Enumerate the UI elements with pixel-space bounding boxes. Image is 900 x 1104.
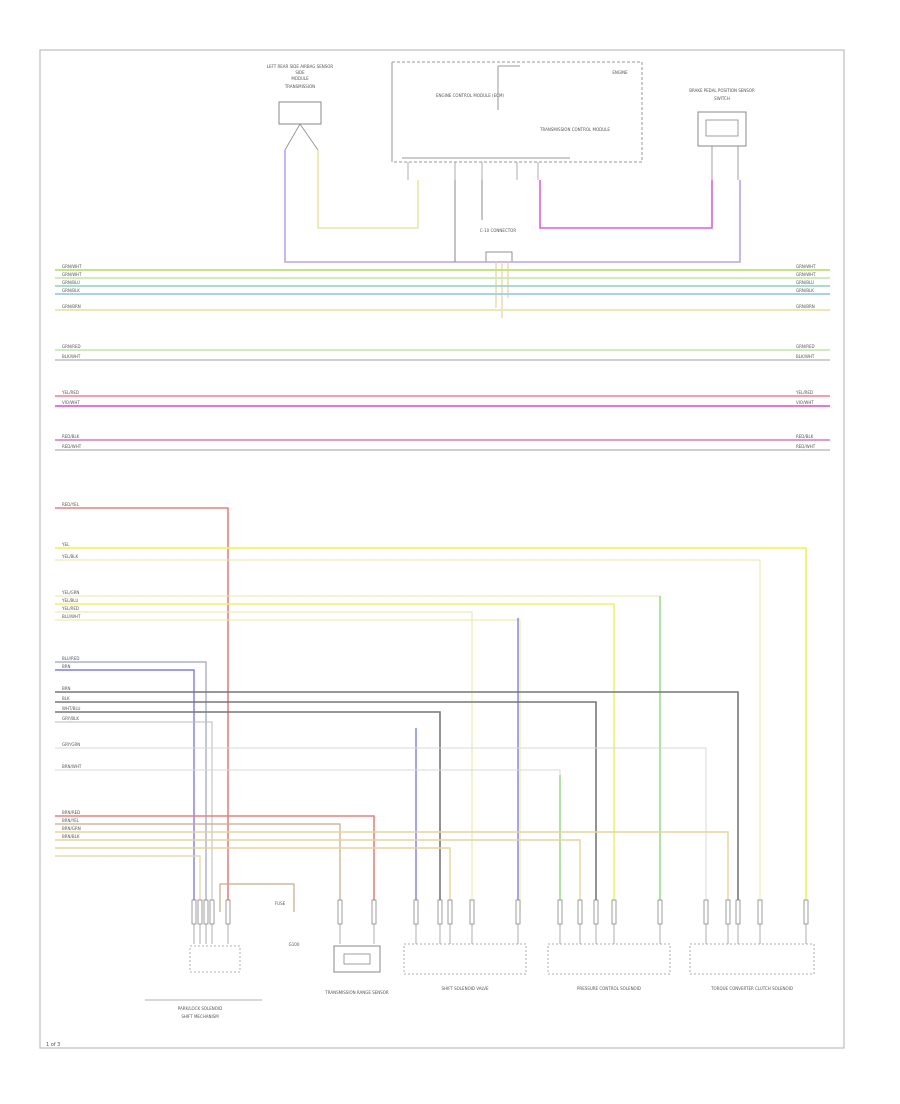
lower-wire-label: YEL: [61, 542, 70, 547]
lower-wires: RED/YEL YEL YEL/BLK YEL/GRN YEL/BLU YEL/RED BL…: [55, 502, 807, 912]
bus-wire-label-left: GRN/BLU: [62, 280, 80, 285]
lower-wire-label: YEL/BLU: [61, 598, 78, 603]
connector-pin: [577, 899, 583, 925]
lower-wire-label: RED/YEL: [62, 502, 80, 507]
lower-wire-label: GRY/GRN: [62, 742, 80, 747]
fuse-label: FUSE: [275, 901, 286, 906]
connector-pin: [757, 899, 763, 925]
connector-pin: [803, 899, 809, 925]
bus-wire-label-right: GRN/WHT: [796, 272, 816, 277]
connector-pin: [197, 899, 203, 925]
top-left-module: LEFT REAR SIDE AIRBAG SENSOR SIDE MODULE…: [267, 64, 334, 151]
bus-wire-label-left: GRN/WHT: [62, 272, 82, 277]
connector-pin: [515, 899, 521, 925]
connector-pin: [611, 899, 617, 925]
bus-wire-label-right: GRN/RED: [796, 344, 815, 349]
top-center-module-label: ENGINE CONTROL MODULE (ECM): [436, 93, 504, 98]
bottom-component-4: PRESSURE CONTROL SOLENOID: [547, 943, 671, 991]
bottom-component-1: PARK/LOCK SOLENOID SHIFT MECHANISM FUSE …: [145, 901, 300, 1019]
lower-wire-label: BRN: [62, 664, 71, 669]
bus-wire-label-right: VIO/WHT: [796, 400, 814, 405]
bus-wire-label-left: GRN/RED: [62, 344, 81, 349]
top-right-module: BRAKE PEDAL POSITION SENSOR SWITCH: [689, 88, 755, 180]
lower-wire-label: BRN: [62, 686, 71, 691]
connector-pin: [437, 899, 443, 925]
diagram-frame: [39, 49, 845, 1049]
bottom-2-label: TRANSMISSION RANGE SENSOR: [324, 990, 389, 995]
connector-pin: [209, 899, 215, 925]
connector-pin: [225, 899, 231, 925]
lower-wire-label: GRY/BLK: [62, 716, 79, 721]
lower-wire-label: YEL/GRN: [61, 590, 79, 595]
top-left-module-label: LEFT REAR SIDE AIRBAG SENSOR: [267, 64, 334, 69]
bus-wire-label-right: GRN/BLK: [796, 288, 814, 293]
bottom-4-label: PRESSURE CONTROL SOLENOID: [577, 986, 641, 991]
bus-wire-label-right: RED/WHT: [796, 444, 816, 449]
top-center-sub-label: TRANSMISSION CONTROL MODULE: [539, 127, 610, 132]
connector-block: C-10 CONNECTOR: [480, 228, 516, 263]
lower-wire-label: BLU/RED: [62, 656, 79, 661]
bus-wire-label-right: BLK/WHT: [796, 354, 815, 359]
connector-pin: [593, 899, 599, 925]
bus-wire-label-left: GRN/BRN: [62, 304, 81, 309]
svg-text:ENGINE: ENGINE: [612, 70, 628, 75]
bus-wire-label-right: GRN/WHT: [796, 264, 816, 269]
bus-wire-label-right: GRN/BRN: [796, 304, 815, 309]
page-label: 1 of 3: [46, 1042, 60, 1048]
svg-text:TRANSMISSION: TRANSMISSION: [284, 84, 315, 89]
bus-wire-label-right: RED/BLK: [796, 434, 814, 439]
connector-pin: [203, 899, 209, 925]
lower-wire-label: BRN/WHT: [62, 764, 82, 769]
connector-pin: [557, 899, 563, 925]
bottom-3-label: SHIFT SOLENOID VALVE: [441, 986, 489, 991]
top-center-module: ENGINE CONTROL MODULE (ECM) ENGINE TRANS…: [391, 61, 643, 180]
bus-lines: GRN/WHT GRN/WHT GRN/WHT GRN/WHT GRN/BLU GRN/B…: [55, 264, 830, 451]
connector-pin: [371, 899, 377, 925]
bus-wire-label-left: GRN/WHT: [62, 264, 82, 269]
svg-text:MODULE: MODULE: [291, 76, 309, 81]
bottom-1-label: PARK/LOCK SOLENOID: [178, 1006, 222, 1011]
connector-pin: [703, 899, 709, 925]
bottom-5-label: TORQUE CONVERTER CLUTCH SOLENOID: [710, 986, 793, 991]
lower-wire-label: BRN/BLK: [62, 834, 80, 839]
bus-wire-label-left: RED/WHT: [62, 444, 82, 449]
lower-wire-label: BLK: [62, 696, 70, 701]
svg-text:SWITCH: SWITCH: [714, 96, 730, 101]
bottom-1-sub-label: SHIFT MECHANISM: [181, 1014, 219, 1019]
bus-wire-label-right: YEL/RED: [795, 390, 813, 395]
lower-wire-label: BRN/RED: [62, 810, 80, 815]
bottom-component-5: TORQUE CONVERTER CLUTCH SOLENOID: [689, 943, 815, 991]
connector-pin: [469, 899, 475, 925]
connector-pin: [413, 899, 419, 925]
lower-wire-label: BRN/YEL: [62, 818, 80, 823]
connector-pin: [447, 899, 453, 925]
top-right-module-label: BRAKE PEDAL POSITION SENSOR: [689, 88, 755, 93]
bus-wire-label-right: GRN/BLU: [796, 280, 814, 285]
bus-wire-label-left: VIO/WHT: [62, 400, 80, 405]
lower-wire-label: BLU/WHT: [62, 614, 81, 619]
lower-wire-label: YEL/RED: [61, 606, 79, 611]
connector-pin: [657, 899, 663, 925]
connector-pin: [337, 899, 343, 925]
bus-wire-label-left: YEL/RED: [61, 390, 79, 395]
bottom-component-3: SHIFT SOLENOID VALVE: [403, 943, 527, 991]
lower-wire-label: WHT/BLU: [62, 706, 81, 711]
bus-wire-label-left: BLK/WHT: [62, 354, 81, 359]
ground-label: G100: [289, 942, 300, 947]
connector-pin: [735, 899, 741, 925]
bus-wire-label-left: RED/BLK: [62, 434, 80, 439]
lower-wire-label: BRN/GRN: [62, 826, 81, 831]
connector-pins: [191, 899, 809, 944]
connector-pin: [191, 899, 197, 925]
lower-wire-label: YEL/BLK: [61, 554, 79, 559]
bottom-component-2: TRANSMISSION RANGE SENSOR: [324, 945, 389, 995]
bus-wire-label-left: GRN/BLK: [62, 288, 80, 293]
svg-text:SIDE: SIDE: [295, 70, 305, 75]
connector-block-label: C-10 CONNECTOR: [480, 228, 516, 233]
connector-pin: [725, 899, 731, 925]
